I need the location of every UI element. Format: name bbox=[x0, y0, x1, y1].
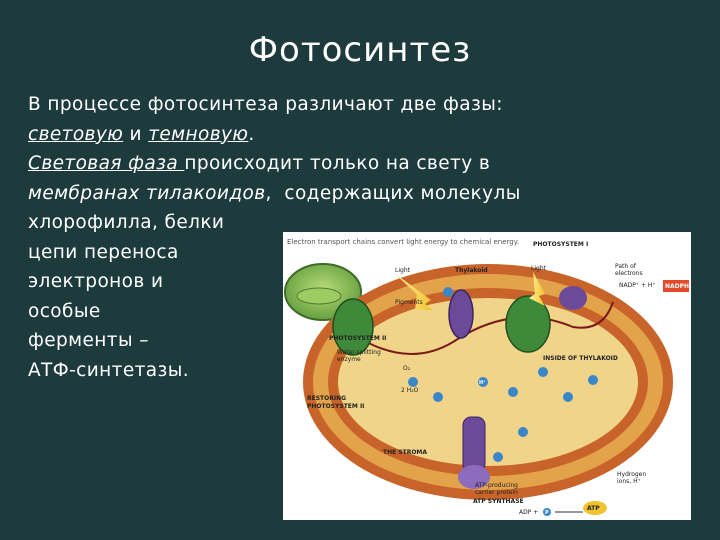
nadp-reductase bbox=[559, 286, 587, 310]
dark-phase-word: темновую bbox=[148, 124, 248, 145]
label-nadp: NADP⁺ + H⁺ bbox=[619, 282, 656, 289]
label-atp: ATP bbox=[587, 505, 600, 512]
ion-label: H⁺ bbox=[479, 380, 486, 386]
label-nadph: NADPH bbox=[665, 283, 689, 290]
label-adp: ADP + bbox=[519, 509, 538, 516]
thylakoid-diagram-svg: Electron transport chains convert light … bbox=[283, 232, 691, 520]
text-line-2: световую и темновую. bbox=[28, 120, 521, 150]
label-light-1: Light bbox=[395, 267, 411, 274]
label-light-2: Light bbox=[531, 265, 547, 272]
label-atp-producing-2: carrier protein bbox=[475, 489, 518, 496]
slide-title: Фотосинтез bbox=[0, 30, 720, 70]
label-hydrogen-ions-2: ions, H⁺ bbox=[617, 478, 641, 485]
and-word: и bbox=[123, 124, 148, 145]
label-pigments: Pigments bbox=[395, 299, 423, 306]
ion-5 bbox=[538, 367, 548, 377]
label-hydrogen-ions-1: Hydrogen bbox=[617, 471, 646, 478]
label-atp-synthase: ATP SYNTHASE bbox=[473, 498, 524, 505]
ion-1 bbox=[408, 377, 418, 387]
label-pi: P bbox=[545, 510, 549, 516]
label-stroma: THE STROMA bbox=[383, 449, 427, 456]
ion-10 bbox=[443, 287, 453, 297]
label-atp-producing-1: ATP-producing bbox=[475, 482, 518, 489]
label-photosystem-1: PHOTOSYSTEM I bbox=[533, 241, 588, 248]
ion-2 bbox=[433, 392, 443, 402]
thylakoid-diagram: Electron transport chains convert light … bbox=[283, 232, 691, 520]
label-thylakoid: Thylakoid bbox=[455, 267, 488, 274]
label-restoring-2: PHOTOSYSTEM II bbox=[307, 403, 364, 410]
occurs-text: происходит только на свету в bbox=[184, 153, 490, 174]
text-line-1: В процессе фотосинтеза различают две фаз… bbox=[28, 90, 521, 120]
photosystem-2-protein bbox=[333, 299, 373, 355]
label-o2: O₂ bbox=[403, 365, 411, 372]
text-line-4: мембранах тилакоидов, содержащих молекул… bbox=[28, 179, 521, 209]
ion-9 bbox=[493, 452, 503, 462]
label-water-splitting-1: Water-splitting bbox=[337, 349, 381, 356]
label-inside-thylakoid: INSIDE OF THYLAKOID bbox=[543, 355, 618, 362]
label-path-of-electrons-2: electrons bbox=[615, 270, 643, 277]
label-water-splitting-2: enzyme bbox=[337, 356, 361, 363]
light-phase-term: Световая фаза bbox=[28, 153, 184, 174]
atp-synthase-protein bbox=[463, 417, 485, 472]
ion-7 bbox=[588, 375, 598, 385]
grana-stack bbox=[297, 288, 341, 304]
cytochrome-complex bbox=[449, 290, 473, 338]
membranes-term: мембранах тилакоидов bbox=[28, 183, 266, 204]
label-path-of-electrons-1: Path of bbox=[615, 263, 637, 270]
ion-8 bbox=[518, 427, 528, 437]
ion-4 bbox=[508, 387, 518, 397]
label-restoring-1: RESTORING bbox=[307, 395, 346, 402]
diagram-caption: Electron transport chains convert light … bbox=[287, 238, 519, 246]
label-photosystem-2: PHOTOSYSTEM II bbox=[329, 335, 386, 342]
label-h2o: 2 H₂O bbox=[401, 387, 419, 394]
light-phase-word: световую bbox=[28, 124, 123, 145]
ion-6 bbox=[563, 392, 573, 402]
containing-text: , содержащих молекулы bbox=[266, 183, 521, 204]
text-line-3: Световая фаза происходит только на свету… bbox=[28, 149, 521, 179]
period: . bbox=[248, 124, 254, 145]
intro-text: В процессе фотосинтеза различают две фаз… bbox=[28, 94, 503, 115]
